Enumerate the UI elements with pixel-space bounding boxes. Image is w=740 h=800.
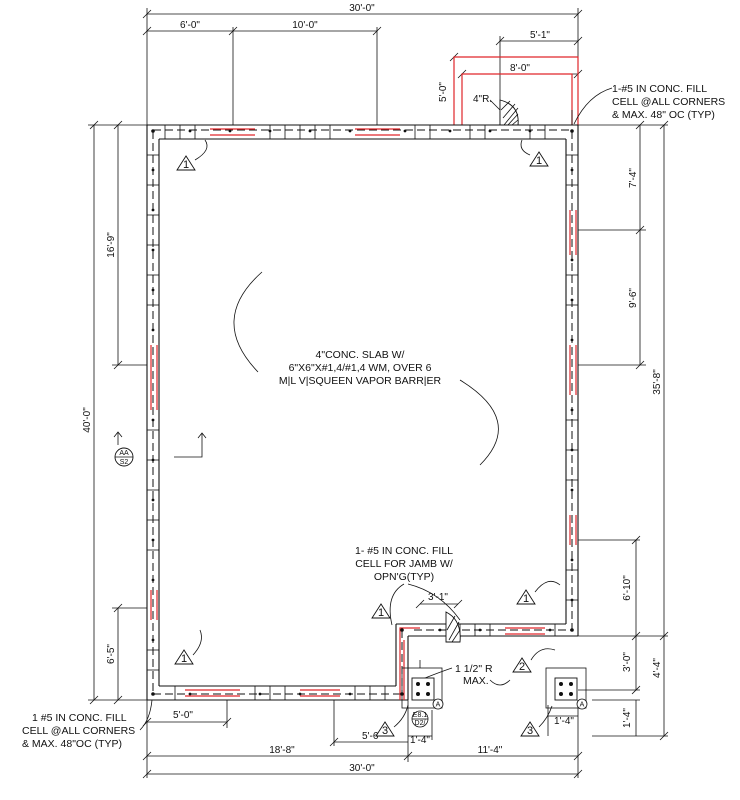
slab-note-line2: 6"X6"X#1,4/#1,4 WM, OVER 6: [289, 362, 432, 374]
svg-text:1: 1: [523, 593, 529, 605]
radius-max-line1: 1 1/2" R: [455, 663, 493, 675]
jamb-note-line2: CELL FOR JAMB W/: [355, 558, 453, 570]
radius-max-line2: MAX.: [463, 675, 489, 687]
col-a-right: A: [580, 702, 585, 709]
slab-callout: 4"CONC. SLAB W/ 6"X6"X#1,4/#1,4 WM, OVER…: [233, 271, 499, 466]
slab-note-line3: M|L V|SQUEEN VAPOR BARR|ER: [279, 375, 442, 387]
landing-outline-top: [453, 56, 579, 125]
svg-text:1: 1: [183, 159, 189, 171]
dim-1-4-right-label: 1'-4": [622, 708, 633, 728]
cmu-walls: [146, 124, 579, 701]
dimension-left: 40'-0" 16'-9" 6'-5": [82, 120, 147, 705]
door-swing-top: 4"R.: [473, 94, 519, 126]
svg-text:3: 3: [527, 725, 533, 737]
dim-16-9-label: 16'-9": [106, 232, 117, 258]
section-label-top: AA: [119, 450, 129, 457]
col-a-left: A: [436, 702, 441, 709]
wall-tag-1-top-right: 1: [520, 139, 549, 167]
wall-tag-1-jamb: 1: [371, 603, 391, 619]
wall-tag-2: 2: [512, 648, 556, 673]
small-tag-bottom: D2/: [415, 720, 426, 727]
dim-3-0-label: 3'-0": [622, 652, 633, 672]
jamb-note: 1- #5 IN CONC. FILL CELL FOR JAMB W/ OPN…: [355, 545, 461, 626]
dim-4-4-label: 4'-4": [652, 658, 663, 678]
dimension-right: 7'-4" 9'-6" 35'-8" 6'-10" 3'-0" 4'-4" 1'…: [578, 120, 669, 741]
dim-6-10-label: 6'-10": [622, 575, 633, 601]
dim-7-4-label: 7'-4": [628, 168, 639, 188]
wall-tag-1-bottom-right: 1: [516, 580, 561, 605]
section-label-bottom: S2: [120, 459, 129, 466]
wall-tag-1-top-left: 1: [176, 139, 208, 171]
dim-bottom-5-0-label: 5'-0": [173, 710, 193, 721]
wall-tag-3-left: 3: [375, 704, 409, 737]
corner-note-right-line1: 1-#5 IN CONC. FILL: [612, 83, 707, 95]
dim-5-0-label: 5'-0": [438, 82, 449, 102]
dim-40-0-label: 40'-0": [82, 407, 93, 433]
dimension-bottom: 5'-0" 18'-8" 11'-4" 5'-6" 1'-4" 1'-4" 30…: [142, 700, 583, 779]
dim-35-8-label: 35'-8": [652, 369, 663, 395]
corner-note-left-line3: & MAX. 48"OC (TYP): [22, 738, 122, 750]
dim-top-left-label: 6'-0": [180, 20, 200, 31]
wall-type-tags: 1 1 1 1 1 2 3: [174, 139, 561, 737]
svg-text:1: 1: [378, 607, 384, 619]
svg-text:1: 1: [181, 653, 187, 665]
corner-note-right-line2: CELL @ALL CORNERS: [612, 96, 725, 108]
radius-4-note: 4"R.: [473, 94, 492, 105]
red-wall-segments: [150, 128, 577, 700]
corner-note-left: 1 #5 IN CONC. FILL CELL @ALL CORNERS & M…: [22, 699, 153, 750]
wall-tag-3-right: 3: [520, 705, 553, 737]
dim-bottom-1-4-right-label: 1'-4": [554, 716, 574, 727]
svg-text:3: 3: [382, 725, 388, 737]
dim-bottom-11-4-label: 11'-4": [478, 745, 503, 756]
jamb-note-line1: 1- #5 IN CONC. FILL: [355, 545, 453, 557]
corner-note-left-line2: CELL @ALL CORNERS: [22, 725, 135, 737]
dim-top-mid-label: 10'-0": [292, 20, 318, 31]
door-width-label: 3'-1": [428, 592, 448, 603]
dim-bottom-18-8-label: 18'-8": [269, 745, 295, 756]
door-3-1: 3'-1": [415, 592, 463, 643]
dim-9-6-label: 9'-6": [628, 288, 639, 308]
dim-8-0-label: 8'-0": [510, 63, 530, 74]
slab-note-line1: 4"CONC. SLAB W/: [316, 349, 405, 361]
wall-tag-1-bottom-left: 1: [174, 629, 202, 665]
dim-bottom-1-4-label: 1'-4": [410, 735, 430, 746]
corner-note-left-line1: 1 #5 IN CONC. FILL: [32, 712, 127, 724]
small-tag-top: E8.1: [413, 712, 428, 719]
rebar-dots: [151, 129, 574, 696]
svg-text:2: 2: [519, 661, 525, 673]
dim-bottom-5-6-label: 5'-6": [362, 731, 382, 742]
entry-pad-left: A E8.1 D2/: [401, 660, 444, 728]
dimension-top-segments: 6'-0" 10'-0": [142, 20, 382, 125]
dim-bottom-overall-label: 30'-0": [349, 763, 375, 774]
corner-note-right: 1-#5 IN CONC. FILL CELL @ALL CORNERS & M…: [573, 83, 725, 125]
jamb-note-line3: OPN'G(TYP): [374, 571, 434, 583]
cmu-cell-ticks: [147, 125, 578, 700]
dim-6-5-label: 6'-5": [106, 644, 117, 664]
svg-text:1: 1: [536, 155, 542, 167]
dim-5-1-label: 5'-1": [530, 30, 550, 41]
section-marker-aa: AA S2: [113, 431, 207, 467]
corner-note-right-line3: & MAX. 48" OC (TYP): [612, 109, 715, 121]
dim-top-overall-label: 30'-0": [349, 3, 375, 14]
entry-pad-right: A: [545, 667, 588, 710]
